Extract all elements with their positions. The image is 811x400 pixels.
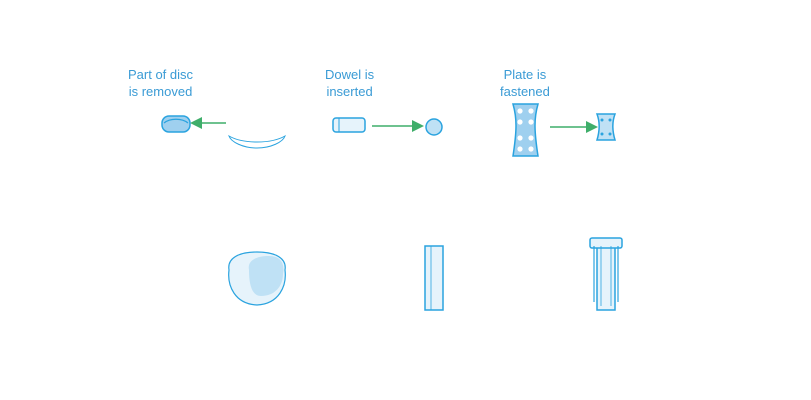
- step-3-label: Plate is fastened: [500, 66, 550, 100]
- step-1-label-line2: is removed: [128, 84, 193, 99]
- fixation-plate-icon: [512, 103, 539, 157]
- axial-view-1: [228, 251, 286, 306]
- step-2-label: Dowel is inserted: [325, 66, 374, 100]
- step-3-label-line2: fastened: [500, 84, 550, 99]
- axial-view-2: [424, 245, 444, 311]
- step-2-label-line1: Dowel is: [325, 67, 375, 82]
- bone-dowel-icon: [332, 117, 366, 133]
- step-1-label: Part of disc is removed: [128, 66, 193, 100]
- step-1-label-line1: Part of disc: [128, 67, 194, 82]
- spine-2-dowel-in-place: [425, 118, 443, 136]
- removed-disc-icon: [161, 115, 191, 133]
- spine-1-disc-gap: [228, 134, 286, 149]
- step-3-label-line1: Plate is: [503, 67, 547, 82]
- spine-3-plate-in-place: [595, 113, 617, 141]
- step-2-label-line2: inserted: [326, 84, 373, 99]
- axial-view-3: [589, 237, 623, 311]
